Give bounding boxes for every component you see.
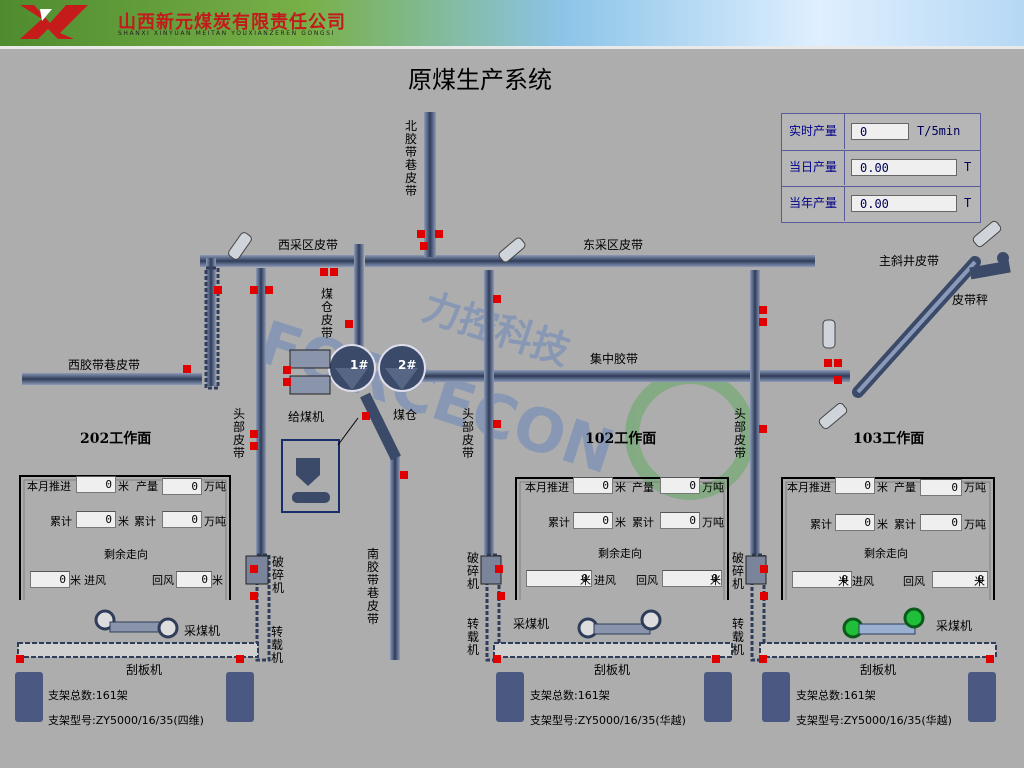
south-belt xyxy=(390,455,400,660)
wf102-crusher-label: 破碎机 xyxy=(466,551,479,591)
belt-scale xyxy=(969,260,1011,280)
wf202-shearer-label: 采煤机 xyxy=(184,624,221,638)
wf103-transfer-label: 转载机 xyxy=(731,617,744,657)
west-zone-belt xyxy=(200,255,355,267)
north-belt-label: 北胶带巷皮带 xyxy=(404,119,417,198)
belt-scale-label: 皮带秤 xyxy=(952,293,989,307)
wf202-total-advance: 0 xyxy=(76,511,116,528)
motors xyxy=(228,220,1002,430)
west-lane-belt xyxy=(22,373,202,385)
wf103-head-belt xyxy=(750,270,760,555)
company-name-cn: 山西新元煤炭有限责任公司 xyxy=(118,12,346,33)
wf103-return-remaining: 0 xyxy=(932,571,988,588)
wf202-transfer-label: 转载机 xyxy=(270,625,283,665)
wf103-intake-remaining: 0 xyxy=(792,571,852,588)
wf102-return-remaining: 0 xyxy=(662,570,722,587)
supports xyxy=(15,672,996,722)
wf102-support-model: 支架型号:ZY5000/16/35(华越) xyxy=(530,714,686,727)
wf102-total-production: 0 xyxy=(660,512,700,529)
bin-belt-label: 煤仓皮带 xyxy=(320,287,333,340)
production-stats-table: 实时产量 0 T/5min 当日产量 0.00 T 当年产量 0.00 T xyxy=(781,113,981,223)
wf202-intake-remaining: 0 xyxy=(30,571,70,588)
wf202-head-belt xyxy=(256,268,266,563)
east-zone-belt-label: 东采区皮带 xyxy=(583,238,644,252)
wf202-return-remaining: 0 xyxy=(176,571,212,588)
main-incline-label: 主斜井皮带 xyxy=(879,254,940,268)
wf103-support-model: 支架型号:ZY5000/16/35(华越) xyxy=(796,714,952,727)
wf202-conveyor-label: 刮板机 xyxy=(126,663,163,677)
wf102-head-belt xyxy=(484,270,494,555)
wf103-month-advance: 0 xyxy=(835,477,875,494)
wf102-month-advance: 0 xyxy=(573,477,613,494)
south-belt-label: 南胶带巷皮带 xyxy=(366,547,379,626)
wf102-head-belt-label: 头部皮带 xyxy=(461,407,474,460)
wf202-crusher-label: 破碎机 xyxy=(271,555,284,595)
header-banner xyxy=(0,0,1024,46)
wf202-production: 0 xyxy=(162,478,202,495)
wf103-total-production: 0 xyxy=(920,514,962,531)
feeder-label: 给煤机 xyxy=(288,410,325,424)
west-zone-belt-label: 西采区皮带 xyxy=(278,238,339,252)
wf102-transfer-label: 转载机 xyxy=(466,617,479,657)
shearer-103 xyxy=(842,607,925,639)
wf102-production: 0 xyxy=(660,477,700,494)
company-name-en: SHANXI XINYUAN MEITAN YOUXIANZEREN GONGS… xyxy=(118,30,335,37)
wf102-intake-remaining: 0 xyxy=(526,570,592,587)
scraper-conveyors xyxy=(17,642,997,658)
company-logo-icon xyxy=(20,5,88,39)
shearer-102 xyxy=(577,609,662,639)
wf202-support-total: 支架总数:161架 xyxy=(48,689,128,702)
wf103-production: 0 xyxy=(920,479,962,496)
west-lane-belt-label: 西胶带巷皮带 xyxy=(68,358,141,372)
wf202-total-production: 0 xyxy=(162,511,202,528)
central-belt-label: 集中胶带 xyxy=(590,352,639,366)
coal-bin-label: 煤仓 xyxy=(393,408,418,422)
yearly-output-value: 0.00 xyxy=(851,195,957,212)
header-divider xyxy=(0,46,1024,49)
wf103-support-total: 支架总数:161架 xyxy=(796,689,876,702)
bin-2-label: 2# xyxy=(398,358,417,372)
stats-row-daily: 当日产量 0.00 T xyxy=(782,150,980,187)
wf103-shearer-label: 采煤机 xyxy=(936,619,973,633)
wf202-month-advance: 0 xyxy=(76,476,116,493)
wf102-total-advance: 0 xyxy=(573,512,613,529)
wf102-shearer-label: 采煤机 xyxy=(513,617,550,631)
stats-row-yearly: 当年产量 0.00 T xyxy=(782,186,980,222)
bin-1-label: 1# xyxy=(350,358,369,372)
stats-row-realtime: 实时产量 0 T/5min xyxy=(782,114,980,151)
bin-belt xyxy=(354,244,364,349)
central-belt xyxy=(420,370,850,382)
wf202-head-belt-label: 头部皮带 xyxy=(232,407,245,460)
status-indicators xyxy=(16,230,994,663)
workface-102-title: 102工作面 xyxy=(585,431,657,447)
daily-output-value: 0.00 xyxy=(851,159,957,176)
wf102-conveyor-label: 刮板机 xyxy=(594,663,631,677)
feeder-1 xyxy=(289,349,331,369)
north-belt xyxy=(424,112,436,257)
shearer-202 xyxy=(94,609,179,639)
wf103-crusher-label: 破碎机 xyxy=(731,551,744,591)
wf103-conveyor-label: 刮板机 xyxy=(860,663,897,677)
wf102-support-total: 支架总数:161架 xyxy=(530,689,610,702)
wf202-support-model: 支架型号:ZY5000/16/35(四维) xyxy=(48,714,204,727)
wf103-total-advance: 0 xyxy=(835,514,875,531)
workface-202-title: 202工作面 xyxy=(80,431,152,447)
realtime-output-value: 0 xyxy=(851,123,909,140)
feeder-2 xyxy=(289,375,331,395)
east-zone-belt xyxy=(365,255,815,267)
wf103-head-belt-label: 头部皮带 xyxy=(733,407,746,460)
page-title: 原煤生产系统 xyxy=(408,66,552,94)
workface-103-title: 103工作面 xyxy=(853,431,925,447)
